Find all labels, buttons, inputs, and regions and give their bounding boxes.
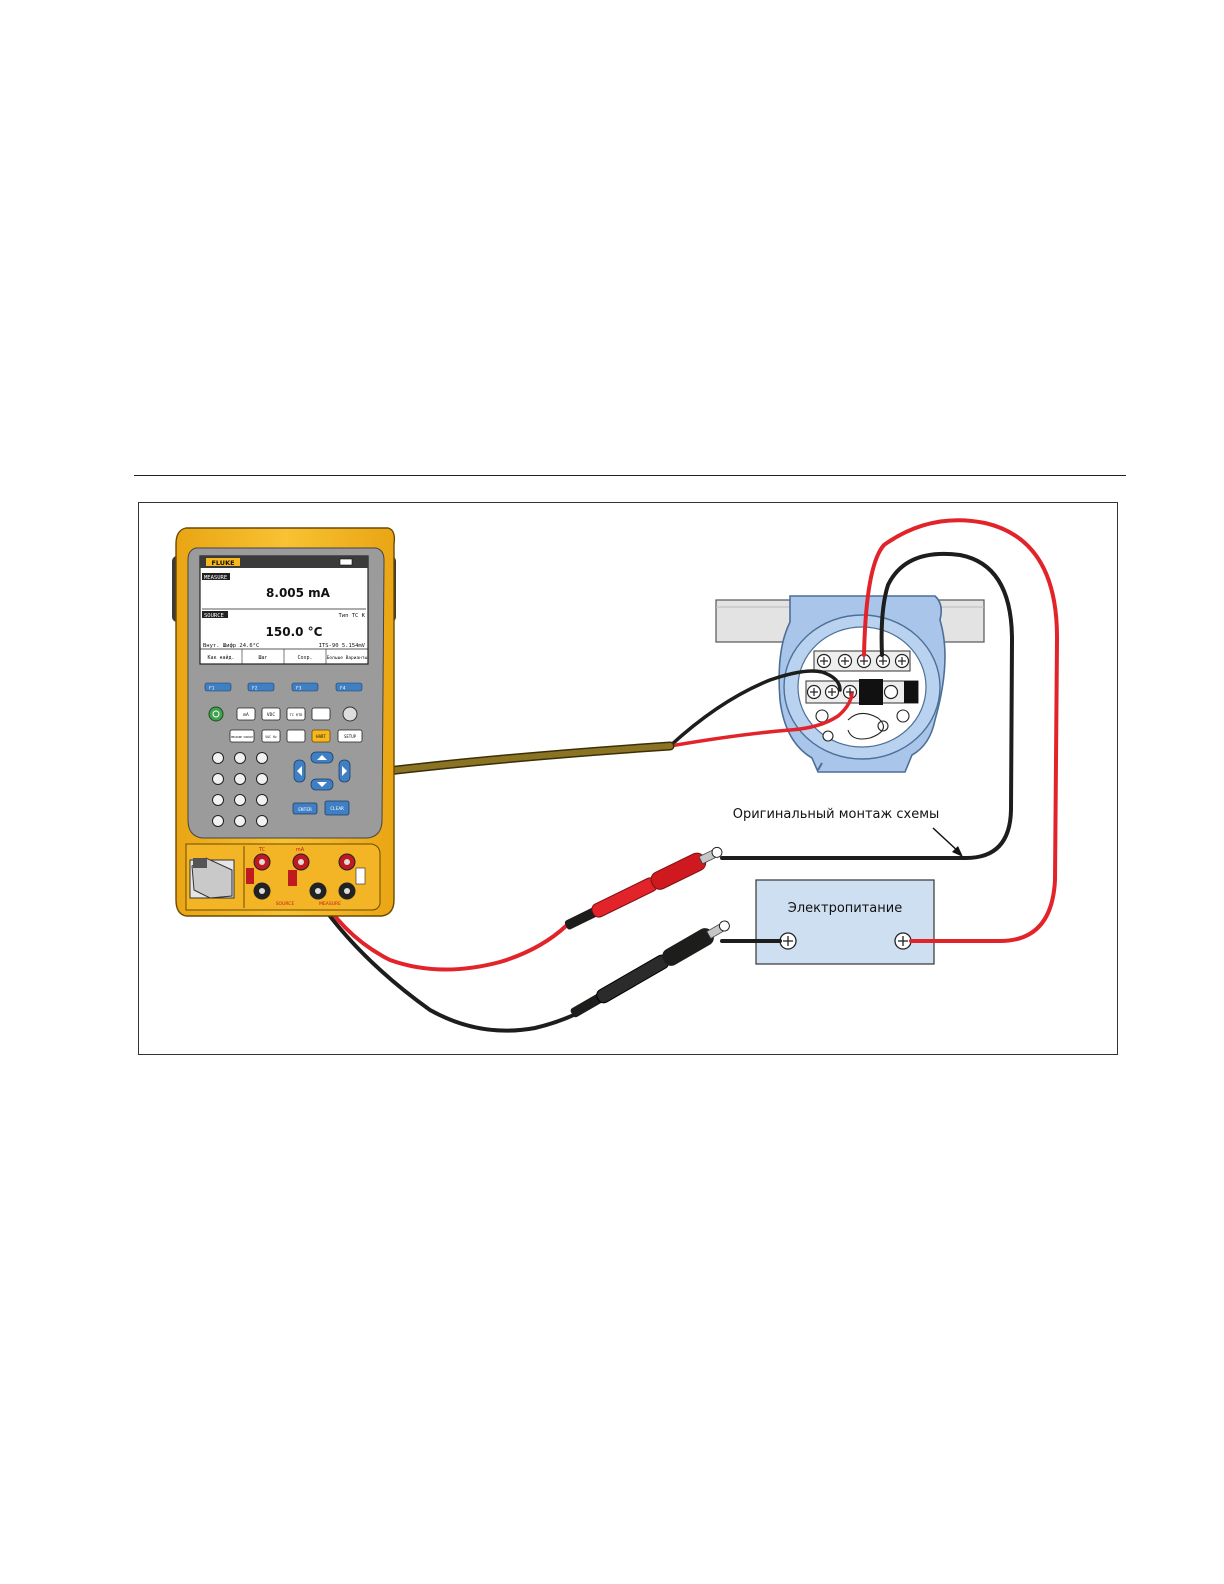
num-key[interactable] [212, 815, 224, 827]
setup-key[interactable] [337, 729, 363, 743]
num-key[interactable] [212, 752, 224, 764]
calibrator: FLUKE MEASURE 8.005 mA SOURCE Тип TC K 1… [172, 527, 396, 917]
source-label: SOURCE [204, 613, 224, 619]
f4-label: F4 [340, 686, 346, 692]
wire-black-sensor [668, 669, 842, 748]
wire-black-original [720, 551, 1015, 860]
num-key[interactable] [256, 752, 268, 764]
num-key[interactable] [234, 752, 246, 764]
tc-rtd-key[interactable] [286, 707, 306, 721]
vdc-key-label: VDC [267, 712, 275, 718]
source-value: 150.0 °C [266, 625, 323, 639]
measure-value: 8.005 mA [266, 586, 331, 600]
softkey-3: Сохр. [297, 655, 312, 661]
measure-label: MEASURE [204, 575, 227, 581]
backlight-button[interactable] [342, 706, 358, 722]
function-keys: F1 F2 F3 F4 [204, 682, 363, 692]
measure-jacks-label: MEASURE [319, 901, 341, 907]
f1-key[interactable] [204, 682, 232, 692]
zero-key[interactable] [286, 729, 306, 743]
vac-hz-key-label: VAC Hz [265, 735, 277, 739]
callout-label: Оригинальный монтаж схемы [733, 807, 940, 822]
figure-frame [138, 502, 1118, 1055]
transmitter [715, 595, 985, 773]
num-key[interactable] [256, 794, 268, 806]
clear-key[interactable] [324, 800, 350, 816]
tc-plug [189, 857, 235, 899]
power-button[interactable] [208, 706, 224, 722]
numeric-keypad [212, 752, 268, 827]
terminal-block-top [813, 650, 911, 672]
softkey-4: Больше Варианты [327, 655, 368, 661]
num-key[interactable] [212, 773, 224, 785]
num-key[interactable] [234, 815, 246, 827]
measure-source-key-label: MEASURE SOURCE [231, 735, 253, 739]
enter-key-label: ENTER [298, 807, 312, 813]
ma-jack-label: mA [296, 847, 305, 853]
terminal-block-mid [805, 679, 919, 705]
enter-key[interactable] [292, 802, 318, 815]
red-probe [564, 846, 723, 930]
status-left: Внут. Шифр 24.6°C [203, 643, 259, 649]
hart-key-label: HART [316, 734, 326, 739]
f4-key[interactable] [335, 682, 363, 692]
num-key[interactable] [234, 773, 246, 785]
power-supply-label: Электропитание [788, 901, 902, 916]
wire-black-lead [316, 898, 582, 1033]
f3-key[interactable] [291, 682, 319, 692]
ohm-key[interactable] [311, 707, 331, 721]
wire-red-sensor [668, 692, 854, 748]
ma-key[interactable] [236, 707, 256, 721]
source-jacks-label: SOURCE [276, 901, 295, 907]
wire-red-supply [862, 518, 1060, 943]
f2-key[interactable] [247, 682, 275, 692]
vac-hz-key[interactable] [261, 729, 281, 743]
arrow-pad [293, 751, 351, 791]
status-right: ITS-90 5.154mV [319, 643, 366, 649]
tc-jack-label: TC [258, 847, 266, 853]
num-key[interactable] [212, 794, 224, 806]
power-supply: Электропитание [755, 879, 935, 965]
screws-lower [815, 709, 910, 742]
calibrator-screen: FLUKE MEASURE 8.005 mA SOURCE Тип TC K 1… [199, 555, 369, 665]
f3-label: F3 [296, 686, 302, 692]
num-key[interactable] [256, 815, 268, 827]
ma-key-label: mA [243, 712, 249, 718]
softkey-2: Шаг [258, 655, 267, 661]
f1-label: F1 [209, 686, 215, 692]
brand-logo: FLUKE [211, 559, 234, 567]
measure-source-key[interactable] [229, 729, 255, 743]
section-rule [134, 475, 1126, 476]
source-type: Тип TC K [339, 613, 366, 619]
black-probe [570, 920, 730, 1018]
power-terminal-negative [779, 932, 797, 950]
power-terminal-positive [894, 932, 912, 950]
vdc-key[interactable] [261, 707, 281, 721]
num-key[interactable] [256, 773, 268, 785]
tc-rtd-key-label: TC RTD [290, 713, 303, 717]
setup-key-label: SETUP [344, 734, 357, 739]
hart-key[interactable] [311, 729, 331, 743]
clear-key-label: CLEAR [330, 806, 344, 812]
softkey-1: Как найд. [207, 655, 234, 661]
num-key[interactable] [234, 794, 246, 806]
f2-label: F2 [252, 686, 258, 692]
